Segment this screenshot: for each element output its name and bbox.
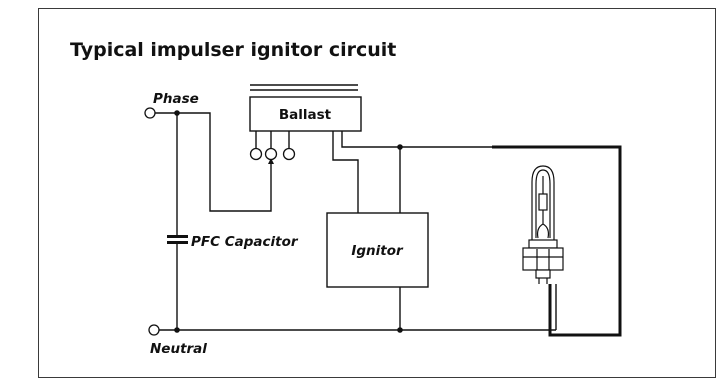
ballast-core-lines [250,84,358,91]
tap-terminal [264,147,278,161]
ballast-box [249,96,362,132]
pfc-capacitor-symbol [167,235,188,244]
phase-wire [155,112,272,212]
phase-terminal [144,107,156,119]
junction-dot [174,110,180,116]
diagram-title: Typical impulser ignitor circuit [70,39,396,61]
lamp-lead-wire [492,145,622,337]
neutral-terminal [148,324,160,336]
neutral-label: Neutral [150,341,207,357]
tap-arrow [268,158,274,164]
phase-label: Phase [153,91,199,107]
ballast-output-wire [341,131,492,148]
pfc-capacitor-label: PFC Capacitor [191,234,299,250]
tap-terminal [249,147,263,161]
lamp-icon [522,165,564,284]
diagram-frame [38,8,716,378]
tap-terminal [282,147,296,161]
ignitor-box [326,212,429,288]
ignitor-label: Ignitor [351,243,404,259]
ballast-label: Ballast [279,107,332,123]
junction-dot [174,327,180,333]
ballast-to-ignitor-wire [332,131,359,213]
